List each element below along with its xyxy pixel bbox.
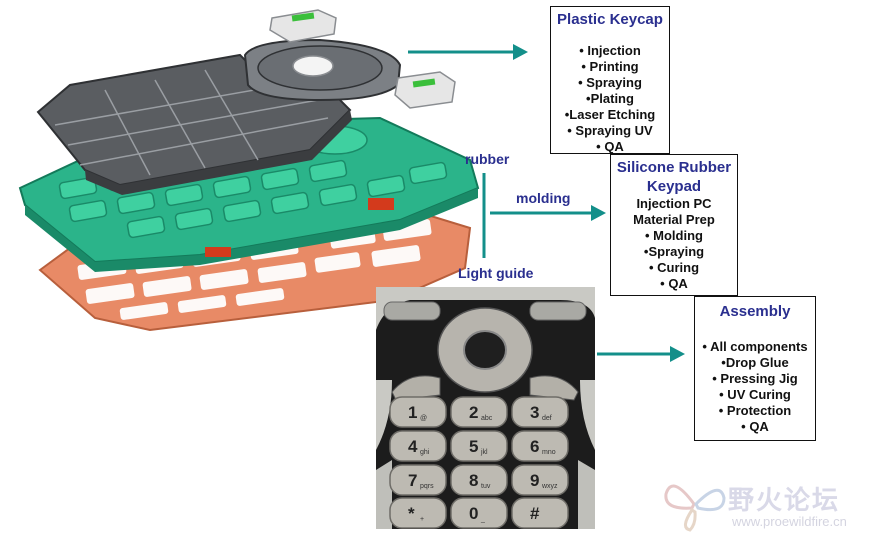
keypad-key-number: 0	[469, 504, 478, 523]
keypad-key: #	[511, 497, 569, 529]
keypad-key-letters: pqrs	[420, 483, 434, 490]
keypad-key-letters: def	[542, 415, 552, 422]
plastic-keycap-box: Plastic Keycap • Injection• Printing• Sp…	[550, 6, 670, 154]
keypad-key-number: 7	[408, 471, 417, 490]
keypad-key-letters: wxyz	[541, 483, 558, 490]
watermark-url: www.proewildfire.cn	[732, 514, 847, 529]
rubber-label: rubber	[465, 151, 510, 167]
keypad-key-number: 4	[408, 437, 418, 456]
keypad-key-letters: mno	[542, 449, 556, 456]
step-item: •Laser Etching	[564, 107, 656, 122]
step-item: • Spraying UV	[567, 123, 653, 138]
assembly-title: Assembly	[719, 303, 791, 320]
step-item: • Injection	[579, 43, 641, 58]
step-item: • Printing	[581, 59, 639, 74]
keypad-key-number: *	[408, 504, 415, 523]
keypad-key-letters: _	[480, 516, 485, 523]
step-item: • Molding	[645, 228, 703, 243]
step-item: •Spraying	[643, 244, 705, 259]
step-item: • QA	[660, 276, 688, 291]
step-item: • All components	[702, 339, 808, 354]
keypad-key-number: 1	[408, 403, 417, 422]
step-item: • Spraying	[578, 75, 642, 90]
keypad-key: 0_	[450, 497, 508, 529]
molding-label: molding	[516, 190, 571, 206]
keypad-key-number: 2	[469, 403, 478, 422]
keypad-key: 1@	[389, 396, 447, 428]
flow-arrows	[408, 44, 685, 362]
silicone-keypad-title-line1: Silicone Rubber	[616, 159, 732, 176]
keypad-key-number: 5	[469, 437, 478, 456]
keypad-key-number: 9	[530, 471, 539, 490]
step-item: • QA	[596, 139, 624, 154]
keypad-key-letters: +	[420, 516, 424, 523]
step-item: •Drop Glue	[721, 355, 789, 370]
keypad-key-number: 6	[530, 437, 539, 456]
step-item: • QA	[741, 419, 769, 434]
watermark-chinese-text: 野火论坛	[728, 485, 841, 515]
step-item: Material Prep	[633, 212, 715, 227]
keypad-key-number: 3	[530, 403, 539, 422]
light-guide-label: Light guide	[458, 265, 534, 281]
plastic-keycap-steps: • Injection• Printing• Spraying•Plating•…	[551, 43, 669, 155]
step-item: Injection PC	[636, 196, 712, 211]
silicone-keypad-title-line2: Keypad	[646, 178, 702, 195]
keypad-key-letters: @	[420, 415, 427, 422]
watermark-butterfly-logo	[664, 484, 726, 532]
step-item: • UV Curing	[719, 387, 791, 402]
plastic-keycap-title: Plastic Keycap	[557, 11, 663, 28]
step-item: • Pressing Jig	[712, 371, 798, 386]
step-item: •Plating	[586, 91, 634, 106]
assembly-steps: • All components•Drop Glue• Pressing Jig…	[695, 339, 815, 435]
keypad-key-letters: ghi	[420, 449, 430, 456]
assembly-box: Assembly • All components•Drop Glue• Pre…	[694, 296, 816, 441]
keypad-key-number: #	[530, 504, 540, 523]
step-item: • Protection	[718, 403, 792, 418]
keypad-key-letters: jkl	[480, 449, 488, 456]
plastic-keycap-layer	[36, 9, 456, 195]
keypad-key: *+	[389, 497, 447, 529]
keypad-key-letters: tuv	[481, 483, 491, 490]
keypad-key-number: 8	[469, 471, 478, 490]
step-item: • Curing	[648, 260, 700, 275]
keypad-key-letters: abc	[481, 415, 493, 422]
